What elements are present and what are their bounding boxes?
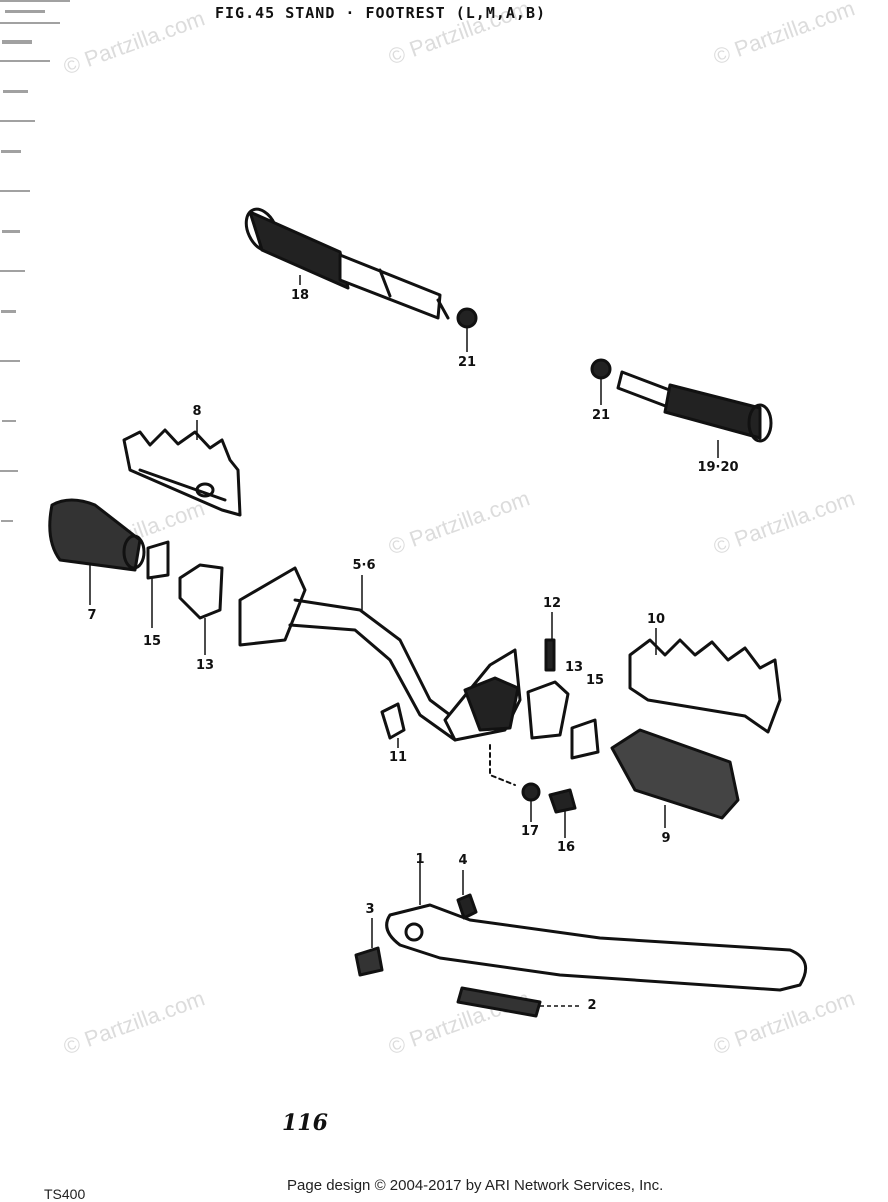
washer-15-right xyxy=(570,718,600,760)
callout-15: 15 xyxy=(142,634,162,649)
side-stand-1 xyxy=(385,903,808,992)
page-title: FIG.45 STAND · FOOTREST (L,M,A,B) xyxy=(215,4,547,22)
footrest-peg-18 xyxy=(244,207,450,320)
bolt-16 xyxy=(548,788,577,814)
callout-19-20: 19·20 xyxy=(697,460,739,475)
callout-21: 21 xyxy=(457,355,477,370)
nut-21-upper xyxy=(456,307,478,329)
copyright-footer: Page design © 2004-2017 by ARI Network S… xyxy=(287,1177,664,1194)
page-number: 116 xyxy=(282,1110,328,1136)
callout-11: 11 xyxy=(388,750,408,765)
callout-12: 12 xyxy=(542,596,562,611)
callout-16: 16 xyxy=(556,840,576,855)
callout-4: 4 xyxy=(458,853,468,868)
callout-18: 18 xyxy=(290,288,310,303)
nut-21-right xyxy=(590,358,612,380)
washer-15-left xyxy=(146,540,170,580)
spring-2 xyxy=(456,986,542,1018)
callout-3: 3 xyxy=(365,902,375,917)
pin-12 xyxy=(544,638,556,672)
callout-5-6: 5·6 xyxy=(352,558,376,573)
callout-8: 8 xyxy=(192,404,202,419)
callout-15: 15 xyxy=(585,673,605,688)
nut-4 xyxy=(456,893,478,920)
callout-9: 9 xyxy=(661,831,671,846)
footrest-plate-10 xyxy=(628,638,782,734)
callout-13: 13 xyxy=(564,660,584,675)
bracket-13-right xyxy=(526,680,570,740)
callout-17: 17 xyxy=(520,824,540,839)
bracket-13-mid xyxy=(463,676,520,732)
callout-10: 10 xyxy=(646,612,666,627)
nut-17 xyxy=(521,782,541,802)
bolt-3 xyxy=(354,946,384,977)
callout-21: 21 xyxy=(591,408,611,423)
footrest-rubber-9 xyxy=(610,728,740,820)
footrest-peg-19-20 xyxy=(616,370,773,443)
callout-13: 13 xyxy=(195,658,215,673)
pin-11 xyxy=(380,702,406,740)
footrest-plate-8 xyxy=(122,428,242,517)
model-code: TS400 xyxy=(44,1186,86,1202)
callout-1: 1 xyxy=(415,852,425,867)
bracket-13-left xyxy=(178,563,224,620)
footrest-rubber-7 xyxy=(48,498,146,572)
callout-7: 7 xyxy=(87,608,97,623)
callout-2: 2 xyxy=(587,998,597,1013)
